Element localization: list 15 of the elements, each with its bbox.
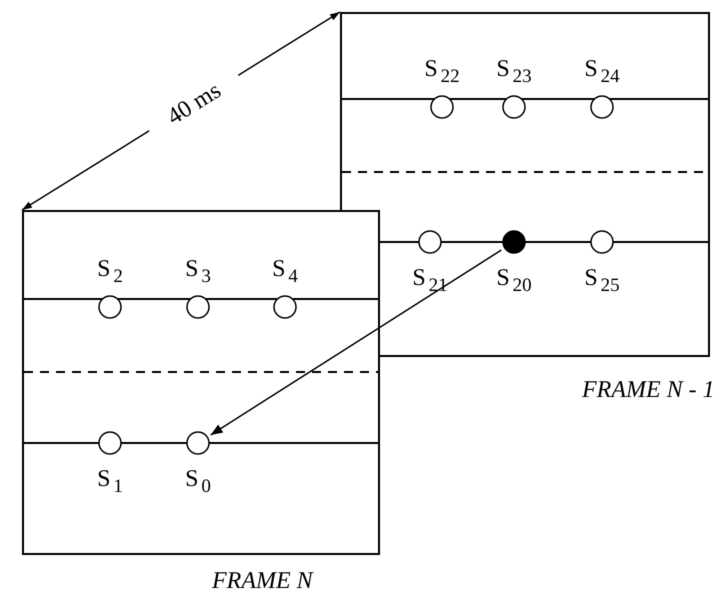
state-label: S$_{3}$ <box>185 255 211 289</box>
state-label: S$_{2}$ <box>97 255 123 289</box>
state-label: S$_{0}$ <box>185 465 211 499</box>
state-label: S$_{20}$ <box>496 264 532 298</box>
state-label: S$_{22}$ <box>424 55 460 89</box>
frame-caption: FRAME N <box>212 568 313 595</box>
state-label: S$_{1}$ <box>97 465 123 499</box>
arrow <box>210 249 502 436</box>
dimension-label: 40 ms <box>162 78 226 130</box>
frame-caption: FRAME N - 1 <box>582 377 715 404</box>
state-label: S$_{4}$ <box>272 255 298 289</box>
state-label: S$_{21}$ <box>412 264 448 298</box>
state-label: S$_{25}$ <box>584 264 620 298</box>
state-label: S$_{24}$ <box>584 55 620 89</box>
state-label: S$_{23}$ <box>496 55 532 89</box>
